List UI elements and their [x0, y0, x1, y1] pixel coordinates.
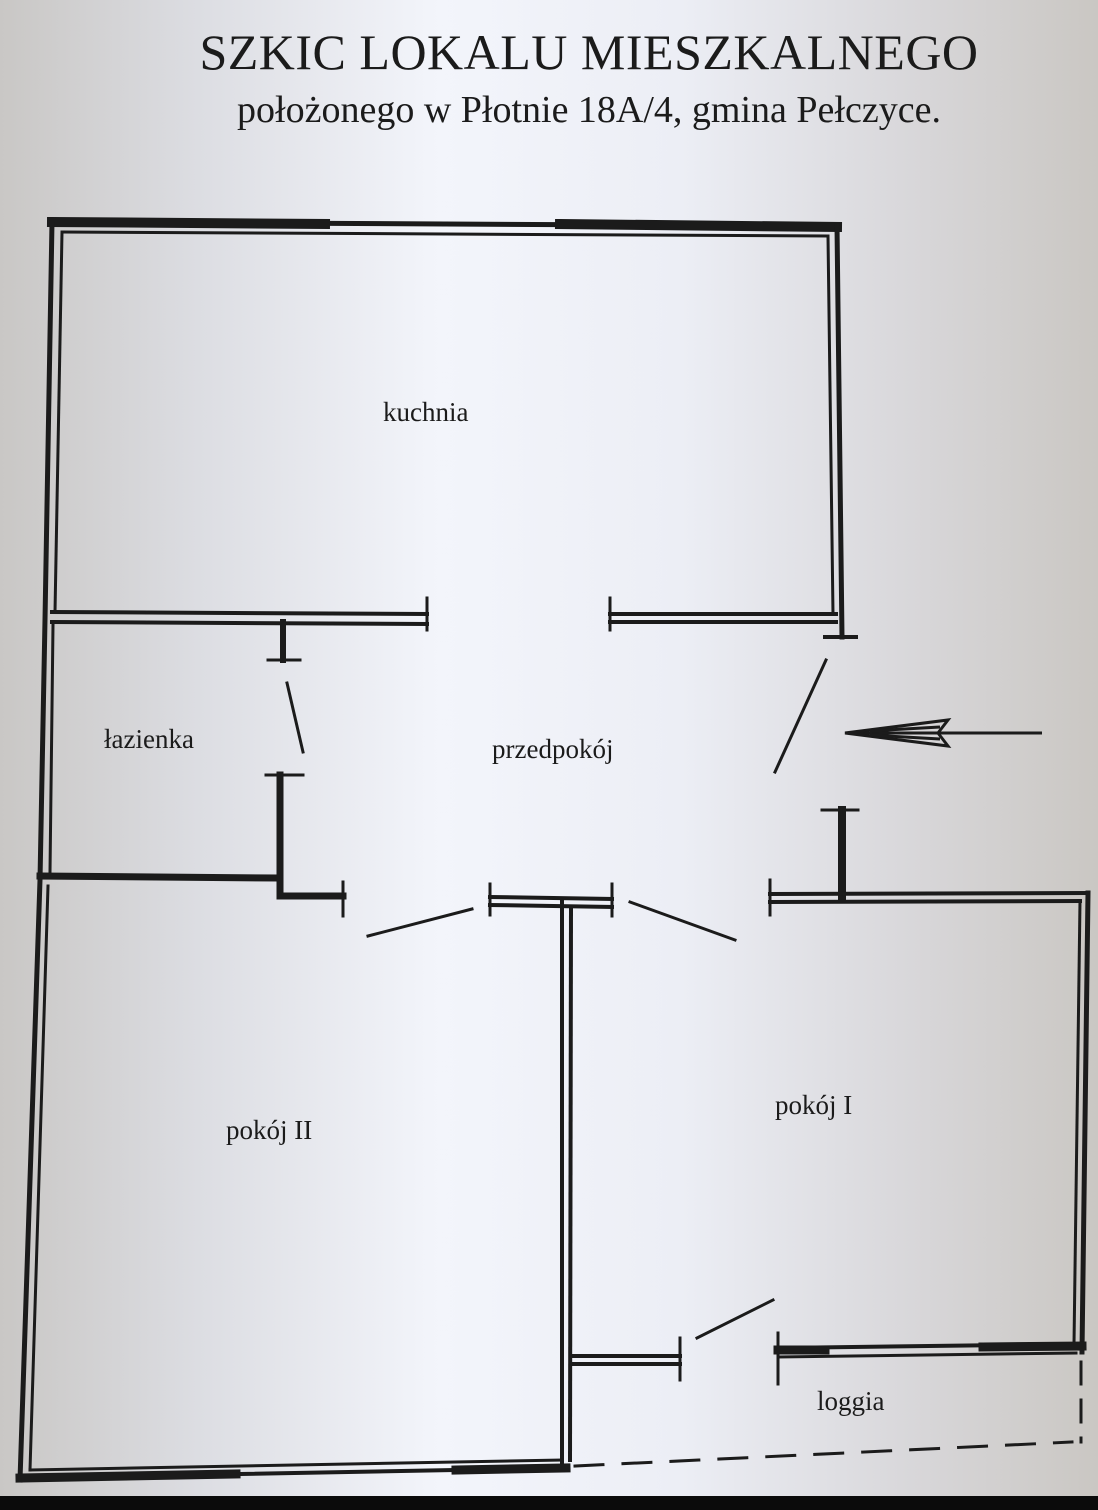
bathroom-door [264, 619, 305, 777]
page-title: SZKIC LOKALU MIESZKALNEGO [199, 24, 979, 80]
kitchen-bottom-wall [49, 596, 838, 632]
room-2-bottom-wall [15, 1458, 571, 1483]
bathroom-right-wall [276, 771, 347, 918]
bathroom-bottom-wall [36, 872, 280, 882]
left-outer-wall [17, 219, 64, 1483]
room-label-kitchen: kuchnia [383, 397, 469, 427]
room-label-hallway: przedpokój [492, 734, 614, 764]
scan-edge [0, 1496, 1098, 1510]
kitchen-right-wall [823, 223, 858, 640]
entrance-arrow-icon [844, 718, 1042, 748]
entrance-door [773, 658, 860, 900]
room-1-walls [767, 878, 1091, 1355]
loggia-door [569, 1297, 1087, 1386]
loggia-boundary [573, 1360, 1083, 1468]
room-1-door [628, 900, 737, 942]
kitchen-top-wall [46, 216, 843, 238]
page-subtitle: położonego w Płotnie 18A/4, gmina Pełczy… [237, 89, 941, 131]
room-label-room-1: pokój I [775, 1090, 853, 1120]
room-divider-wall [560, 898, 574, 1470]
room-label-room-2: pokój II [226, 1115, 313, 1145]
room-label-bathroom: łazienka [104, 724, 194, 754]
room-2-door [366, 907, 474, 938]
center-hall-wall [487, 882, 615, 918]
room-label-loggia: loggia [817, 1386, 885, 1416]
